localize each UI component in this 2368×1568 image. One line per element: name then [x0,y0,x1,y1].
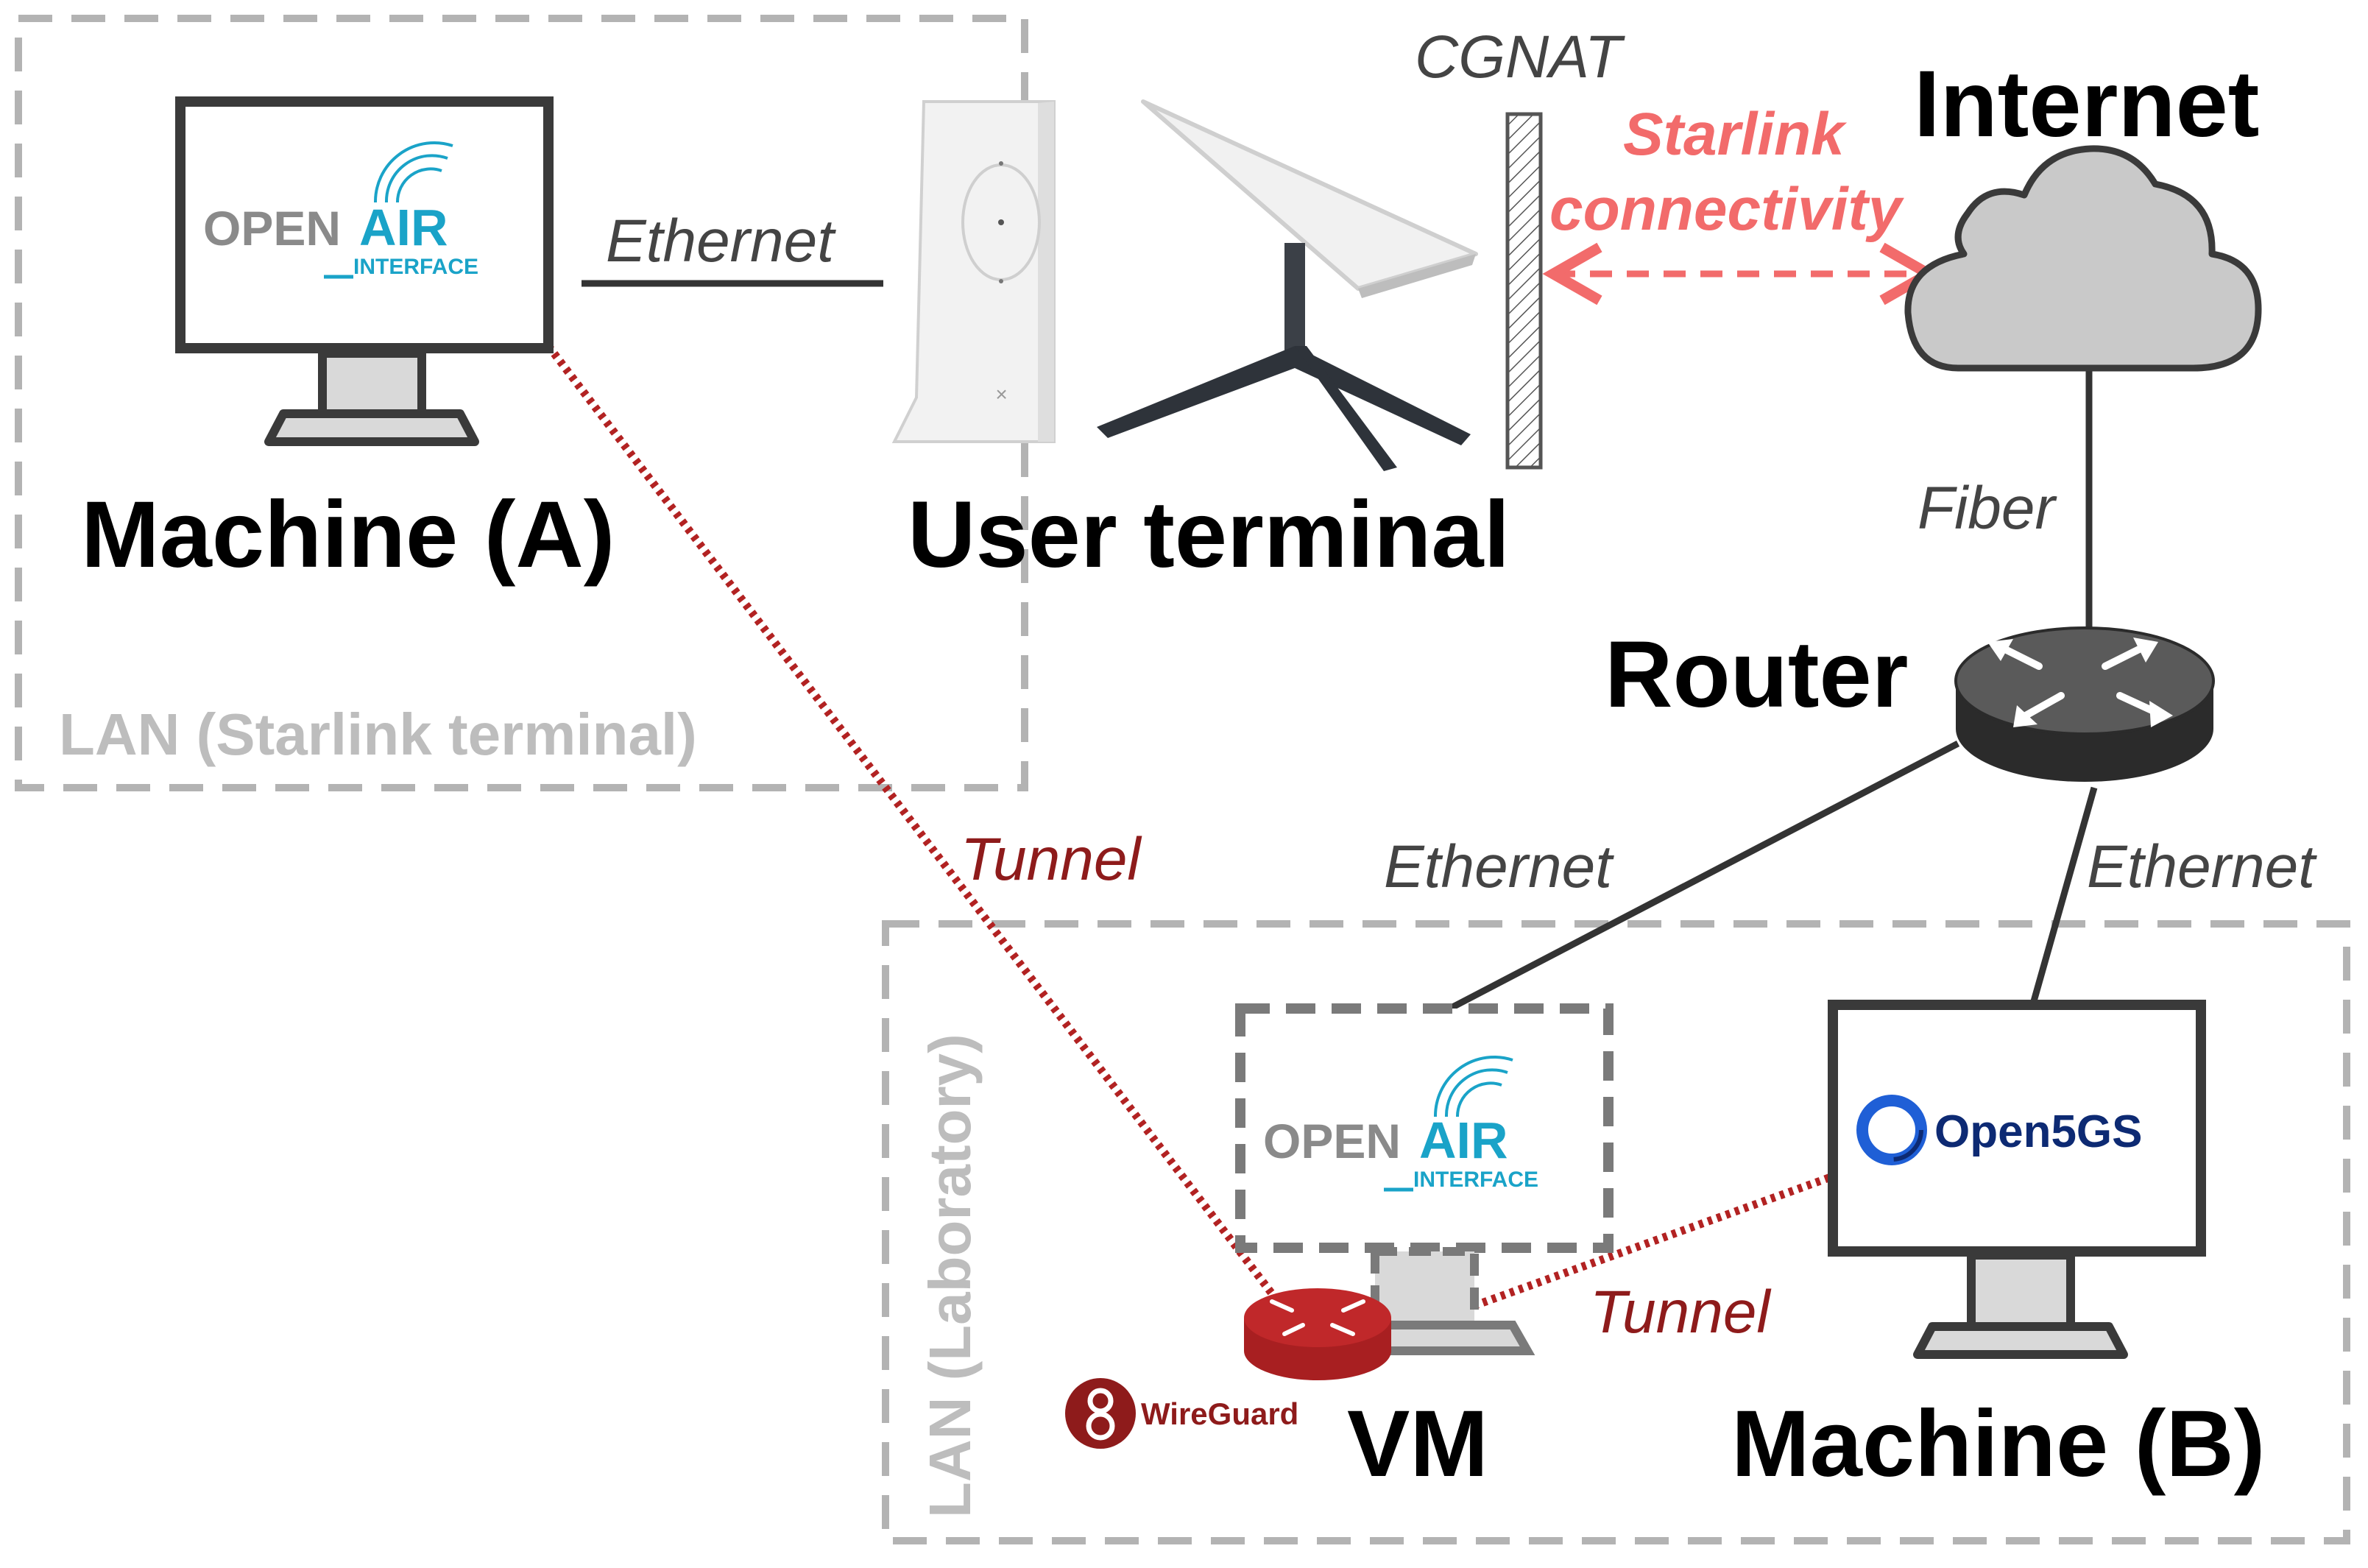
vm-label: VM [1347,1391,1488,1497]
router-label: Router [1605,622,1908,727]
open5gs-logo: Open5GS [1856,1095,2143,1165]
user-terminal: × User terminal [891,99,1510,587]
svg-text:AIR: AIR [1419,1112,1508,1169]
router-icon [1954,626,2215,782]
starlink-label-line2: connectivity [1549,176,1905,243]
tunnel-b-label: Tunnel [1590,1279,1772,1346]
openairinterface-logo: OPEN AIR INTERFACE [203,141,515,279]
ethernet-a-label: Ethernet [606,208,836,275]
svg-text:×: × [995,383,1007,406]
cgnat-label: CGNAT [1415,24,1625,91]
user-terminal-label: User terminal [908,482,1510,587]
ethernet-b-label: Ethernet [2087,833,2317,900]
svg-text:INTERFACE: INTERFACE [353,255,478,279]
tunnel-a-link [545,343,1277,1299]
wireguard-router-icon [1244,1288,1391,1380]
lan-lab-region: LAN (Laboratory) [882,920,2350,1544]
cgnat-wall: CGNAT [1415,24,1625,470]
machine-b: Open5GS Machine (B) [1731,1000,2265,1497]
router-node: Router [1605,622,2215,782]
fiber-label: Fiber [1918,475,2058,542]
ethernet-vm-label: Ethernet [1384,833,1614,900]
cloud-icon [1904,145,2262,372]
machine-a-label: Machine (A) [81,482,615,587]
ethernet-b-link [2030,786,2098,1003]
wireguard-text: WireGuard [1141,1396,1298,1431]
svg-text:OPEN: OPEN [203,201,341,255]
svg-text:INTERFACE: INTERFACE [1413,1168,1538,1192]
svg-text:OPEN: OPEN [1263,1114,1401,1168]
internet-label: Internet [1914,52,2259,157]
lan-starlink-label: LAN (Starlink terminal) [59,702,697,767]
ethernet-vm-link [1441,741,1960,1015]
internet-node: Internet [1904,52,2262,372]
starlink-router-icon: × [891,100,1056,443]
lan-lab-label: LAN (Laboratory) [917,1034,983,1518]
open5gs-text: Open5GS [1934,1106,2143,1157]
wireguard-logo: WireGuard [1065,1378,1298,1449]
machine-b-label: Machine (B) [1731,1391,2265,1497]
tunnel-a-label: Tunnel [961,826,1142,893]
starlink-label-line1: Starlink [1623,101,1848,168]
vm-node: OPEN AIR INTERFACE WireGuard VM [1065,1003,1614,1497]
svg-text:AIR: AIR [359,199,448,256]
starlink-dish-icon [1097,99,1478,471]
openairinterface-logo-vm: OPEN AIR INTERFACE [1263,1056,1575,1192]
machine-a: OPEN AIR INTERFACE Machine (A) [81,96,615,587]
